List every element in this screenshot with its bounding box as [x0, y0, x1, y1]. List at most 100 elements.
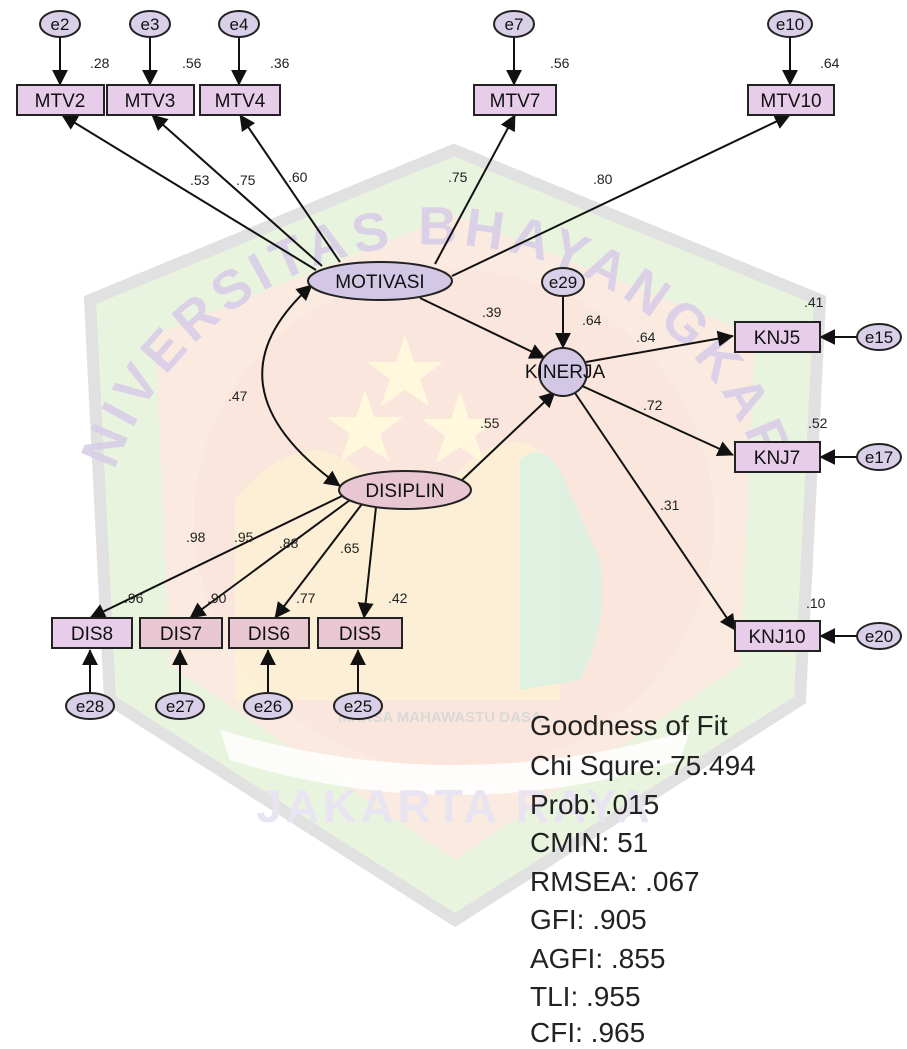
- error-label-e29: e29: [549, 273, 577, 292]
- r2-dis5: .42: [388, 590, 408, 606]
- path-disiplin-dis5: [357, 506, 377, 619]
- loading-mtv10: .80: [593, 171, 613, 187]
- r2-mtv3: .56: [182, 55, 202, 71]
- path-motivasi-kinerja: [419, 297, 546, 359]
- error-label-e25: e25: [344, 697, 372, 716]
- path-motivasi-mtv2: [61, 114, 317, 271]
- indicator-label: KNJ5: [754, 328, 800, 349]
- fit-line-tli: TLI: .955: [530, 981, 641, 1012]
- indicator-mtv2: MTV2: [16, 84, 105, 116]
- star-icon: [422, 392, 498, 463]
- indicator-label: DIS7: [160, 624, 202, 645]
- loading-mtv2: .53: [190, 172, 210, 188]
- covariance-motivasi-disiplin: [261, 284, 341, 487]
- error-label-e28: e28: [76, 697, 104, 716]
- r2-kinerja: .64: [582, 312, 602, 328]
- loading-knj7: .72: [643, 397, 663, 413]
- path-disiplin-kinerja: [461, 391, 556, 481]
- indicator-label: KNJ10: [748, 627, 805, 648]
- indicator-dis6: DIS6: [228, 617, 310, 649]
- r2-knj5: .41: [804, 294, 824, 310]
- loading-knj5: .64: [636, 329, 656, 345]
- r2-knj7: .52: [808, 415, 828, 431]
- path-lines: [52, 37, 857, 693]
- path-motivasi-mtv7: [434, 114, 516, 265]
- watermark-emblem: UNIVERSITAS BHAYANGKARA JAKARTA RAYA MAK…: [0, 0, 827, 928]
- path-kinerja-knj5: [585, 330, 734, 363]
- indicator-label: MTV4: [215, 91, 266, 112]
- r2-mtv10: .64: [820, 55, 840, 71]
- indicator-label: MTV3: [125, 91, 176, 112]
- indicator-label: DIS8: [71, 624, 113, 645]
- fit-line-gfi: GFI: .905: [530, 904, 647, 935]
- fit-line-cfi: CFI: .965: [530, 1017, 645, 1048]
- path-disiplin-dis6: [274, 503, 363, 619]
- path-coefficients: .53 .75 .60 .75 .80 .64 .72 .31 .98 .95 …: [186, 169, 680, 556]
- indicator-label: MTV10: [760, 91, 821, 112]
- r2-values: .28 .56 .36 .56 .64 .41 .52 .10 .96 .90 …: [90, 55, 840, 611]
- watermark-motto: MAKSA MAHAWASTU DASA: [338, 709, 542, 726]
- fit-line-rmsea: RMSEA: .067: [530, 866, 700, 897]
- fit-line-agfi: AGFI: .855: [530, 943, 665, 974]
- coef-disiplin-kinerja: .55: [480, 415, 500, 431]
- r2-knj10: .10: [806, 595, 826, 611]
- indicator-label: KNJ7: [754, 448, 800, 469]
- path-disiplin-dis8: [89, 495, 343, 619]
- latent-label-motivasi: MOTIVASI: [335, 272, 424, 293]
- indicator-knj10: KNJ10: [734, 620, 821, 652]
- path-disiplin-dis7: [189, 499, 351, 619]
- r2-mtv4: .36: [270, 55, 290, 71]
- indicator-label: DIS6: [248, 624, 290, 645]
- error-label-e2: e2: [51, 15, 70, 34]
- error-label-e3: e3: [141, 15, 160, 34]
- goodness-of-fit-panel: Goodness of Fit Chi Squre: 75.494 Prob: …: [530, 710, 756, 1048]
- error-label-e27: e27: [166, 697, 194, 716]
- path-kinerja-knj7: [579, 384, 734, 456]
- path-motivasi-mtv3: [151, 114, 323, 267]
- latent-label-kinerja: KINERJA: [525, 362, 606, 383]
- star-icon: [327, 390, 403, 461]
- path-motivasi-mtv10: [451, 114, 791, 277]
- latent-label-disiplin: DISIPLIN: [365, 481, 444, 502]
- path-kinerja-knj10: [574, 392, 736, 631]
- indicator-mtv3: MTV3: [106, 84, 195, 116]
- goodness-of-fit-title: Goodness of Fit: [530, 710, 728, 741]
- r2-dis8: .96: [124, 590, 144, 606]
- latent-motivasi: MOTIVASI: [307, 261, 453, 301]
- error-label-e26: e26: [254, 697, 282, 716]
- error-label-e15: e15: [865, 328, 893, 347]
- error-label-e10: e10: [776, 15, 804, 34]
- loading-mtv3: .75: [236, 172, 256, 188]
- fit-line-prob: Prob: .015: [530, 789, 659, 820]
- latent-kinerja: KINERJA: [525, 347, 606, 397]
- error-label-e20: e20: [865, 627, 893, 646]
- error-terms: [39, 10, 902, 720]
- fit-line-chi-square: Chi Squre: 75.494: [530, 750, 756, 781]
- fit-line-cmin: CMIN: 51: [530, 827, 648, 858]
- indicator-mtv4: MTV4: [199, 84, 281, 116]
- loading-dis8: .98: [186, 529, 206, 545]
- watermark-bottom-text: JAKARTA RAYA: [256, 780, 653, 832]
- error-label-e7: e7: [505, 15, 524, 34]
- error-labels: e2 e3 e4 e7 e10 e15 e17 e20 e28 e27 e26 …: [51, 15, 894, 716]
- loading-dis5: .65: [340, 540, 360, 556]
- error-label-e17: e17: [865, 448, 893, 467]
- loading-dis7: .95: [234, 529, 254, 545]
- loading-mtv4: .60: [288, 169, 308, 185]
- indicator-knj5: KNJ5: [734, 321, 821, 353]
- loading-knj10: .31: [660, 497, 680, 513]
- indicator-dis5: DIS5: [317, 617, 403, 649]
- loading-dis6: .88: [279, 535, 299, 551]
- indicator-dis7: DIS7: [139, 617, 223, 649]
- r2-mtv2: .28: [90, 55, 110, 71]
- indicator-mtv10: MTV10: [747, 84, 835, 116]
- coef-motivasi-kinerja: .39: [482, 304, 502, 320]
- r2-dis6: .77: [296, 590, 316, 606]
- indicator-knj7: KNJ7: [734, 441, 821, 473]
- latent-disiplin: DISIPLIN: [338, 470, 472, 510]
- coef-covariance: .47: [228, 388, 248, 404]
- r2-mtv7: .56: [550, 55, 570, 71]
- indicator-label: DIS5: [339, 624, 381, 645]
- r2-dis7: .90: [207, 590, 227, 606]
